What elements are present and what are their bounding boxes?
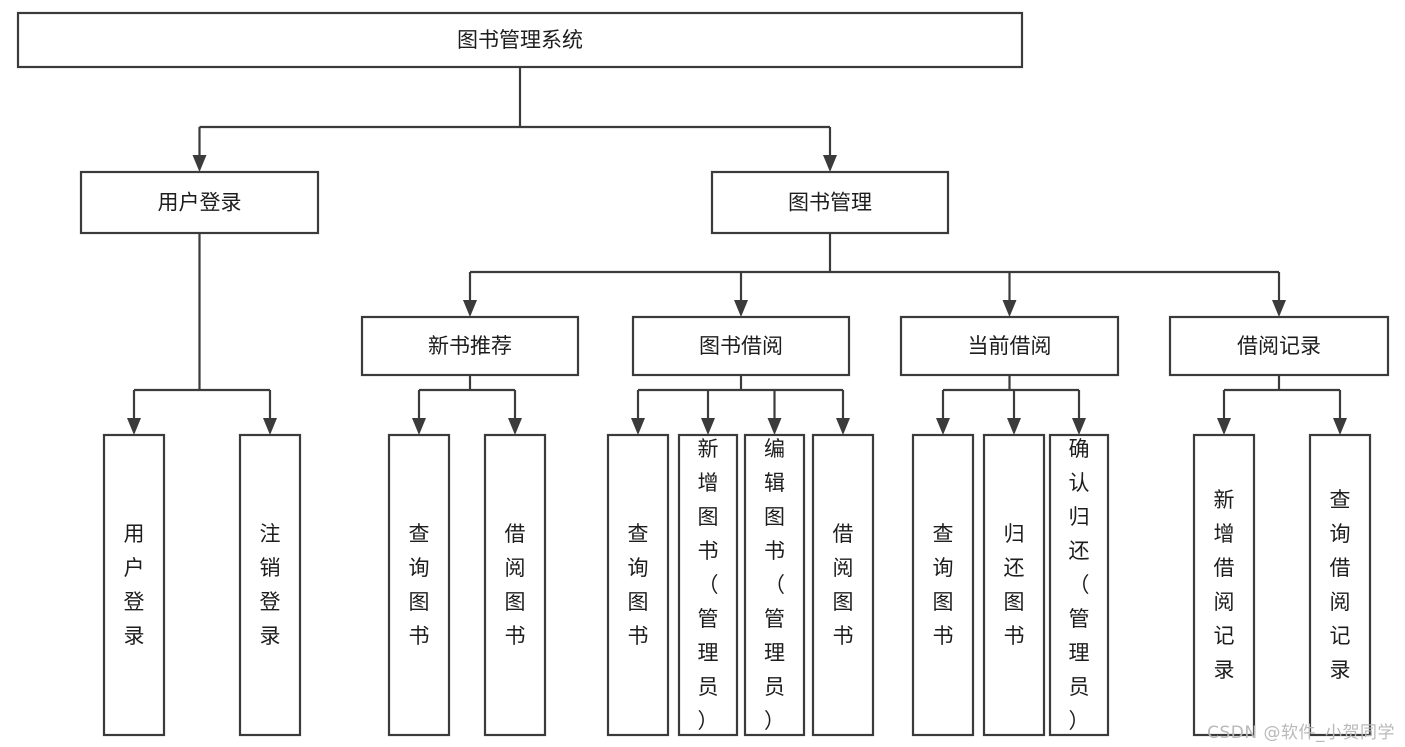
node-box bbox=[1308, 433, 1372, 737]
node-box bbox=[16, 11, 1024, 69]
edge-arrowhead bbox=[508, 418, 522, 435]
node-label: 查询图书 bbox=[409, 522, 430, 648]
connector-layer bbox=[127, 67, 1347, 435]
edge-arrowhead bbox=[1002, 300, 1017, 317]
edge-arrowhead bbox=[412, 418, 426, 435]
edge-group-book-manage bbox=[463, 233, 1286, 317]
node-leaf-borrow-book-2[interactable]: 借阅图书 bbox=[811, 433, 875, 737]
edge-group-borrow-record bbox=[1217, 375, 1347, 435]
edge-group-current-borrow bbox=[936, 375, 1086, 435]
node-box bbox=[387, 433, 451, 737]
node-label: 归还图书 bbox=[1004, 522, 1025, 648]
node-user-login[interactable]: 用户登录 bbox=[79, 170, 320, 235]
node-box bbox=[743, 433, 806, 737]
node-box bbox=[899, 315, 1120, 377]
node-label: 用户登录 bbox=[124, 522, 145, 648]
node-leaf-query-record[interactable]: 查询借阅记录 bbox=[1308, 433, 1372, 737]
node-book-manage[interactable]: 图书管理 bbox=[710, 170, 950, 235]
node-leaf-logout[interactable]: 注销登录 bbox=[238, 433, 302, 737]
node-book-borrow[interactable]: 图书借阅 bbox=[631, 315, 851, 377]
node-label: 借阅记录 bbox=[1237, 334, 1321, 358]
node-box bbox=[1192, 433, 1256, 737]
edge-group-root bbox=[192, 67, 837, 172]
node-box bbox=[79, 170, 320, 235]
node-label: 当前借阅 bbox=[968, 334, 1052, 358]
node-leaf-add-book[interactable]: 新增图书（管理员） bbox=[677, 433, 739, 737]
node-box bbox=[238, 433, 302, 737]
edge-arrowhead bbox=[192, 155, 207, 172]
csdn-watermark: CSDN @软件_小贺同学 bbox=[1207, 723, 1395, 743]
node-box bbox=[102, 433, 166, 737]
node-label: 新增借阅记录 bbox=[1214, 488, 1235, 682]
edge-arrowhead bbox=[1007, 418, 1021, 435]
node-box bbox=[1168, 315, 1390, 377]
edge-arrowhead bbox=[463, 300, 477, 317]
edge-arrowhead bbox=[836, 418, 850, 435]
node-current-borrow[interactable]: 当前借阅 bbox=[899, 315, 1120, 377]
node-box bbox=[606, 433, 670, 737]
node-label: 新增图书（管理员） bbox=[698, 437, 719, 733]
node-box bbox=[710, 170, 950, 235]
node-box bbox=[360, 315, 580, 377]
edge-arrowhead bbox=[1272, 300, 1286, 317]
node-leaf-query-book-3[interactable]: 查询图书 bbox=[911, 433, 975, 737]
node-layer: 图书管理系统用户登录图书管理新书推荐图书借阅当前借阅借阅记录用户登录注销登录查询… bbox=[16, 11, 1390, 737]
node-box bbox=[811, 433, 875, 737]
edge-arrowhead bbox=[936, 418, 950, 435]
node-label: 图书管理 bbox=[788, 191, 872, 215]
edge-arrowhead bbox=[1333, 418, 1347, 435]
edge-arrowhead bbox=[263, 418, 277, 435]
edge-arrowhead bbox=[734, 300, 748, 317]
node-box bbox=[631, 315, 851, 377]
node-label: 借阅图书 bbox=[833, 522, 854, 648]
node-box bbox=[1048, 433, 1110, 737]
node-label: 图书管理系统 bbox=[457, 28, 583, 52]
edge-arrowhead bbox=[767, 418, 782, 435]
node-label: 新书推荐 bbox=[428, 334, 512, 358]
node-label: 查询图书 bbox=[933, 522, 954, 648]
node-leaf-add-record[interactable]: 新增借阅记录 bbox=[1192, 433, 1256, 737]
node-leaf-query-book-1[interactable]: 查询图书 bbox=[387, 433, 451, 737]
node-root[interactable]: 图书管理系统 bbox=[16, 11, 1024, 69]
node-label: 查询借阅记录 bbox=[1330, 488, 1351, 682]
node-new-book-rec[interactable]: 新书推荐 bbox=[360, 315, 580, 377]
edge-arrowhead bbox=[1072, 418, 1086, 435]
node-leaf-confirm-return[interactable]: 确认归还（管理员） bbox=[1048, 433, 1110, 737]
node-leaf-query-book-2[interactable]: 查询图书 bbox=[606, 433, 670, 737]
node-leaf-edit-book[interactable]: 编辑图书（管理员） bbox=[743, 433, 806, 737]
node-leaf-return-book[interactable]: 归还图书 bbox=[982, 433, 1046, 737]
node-borrow-record[interactable]: 借阅记录 bbox=[1168, 315, 1390, 377]
edge-arrowhead bbox=[1217, 418, 1231, 435]
edge-group-book-borrow bbox=[631, 375, 850, 435]
node-box bbox=[483, 433, 547, 737]
node-label: 查询图书 bbox=[628, 522, 649, 648]
edge-group-new-book-rec bbox=[412, 375, 522, 435]
edge-group-user-login bbox=[127, 233, 277, 435]
node-leaf-borrow-book-1[interactable]: 借阅图书 bbox=[483, 433, 547, 737]
edge-arrowhead bbox=[701, 418, 715, 435]
node-label: 确认归还（管理员） bbox=[1069, 437, 1090, 733]
edge-arrowhead bbox=[127, 418, 141, 435]
node-label: 图书借阅 bbox=[699, 334, 783, 358]
node-label: 编辑图书（管理员） bbox=[764, 437, 785, 733]
node-label: 借阅图书 bbox=[505, 522, 526, 648]
node-box bbox=[982, 433, 1046, 737]
node-label: 用户登录 bbox=[158, 191, 242, 215]
node-box bbox=[677, 433, 739, 737]
node-box bbox=[911, 433, 975, 737]
node-label: 注销登录 bbox=[260, 522, 281, 648]
edge-arrowhead bbox=[823, 155, 837, 172]
edge-arrowhead bbox=[631, 418, 645, 435]
node-leaf-user-login[interactable]: 用户登录 bbox=[102, 433, 166, 737]
